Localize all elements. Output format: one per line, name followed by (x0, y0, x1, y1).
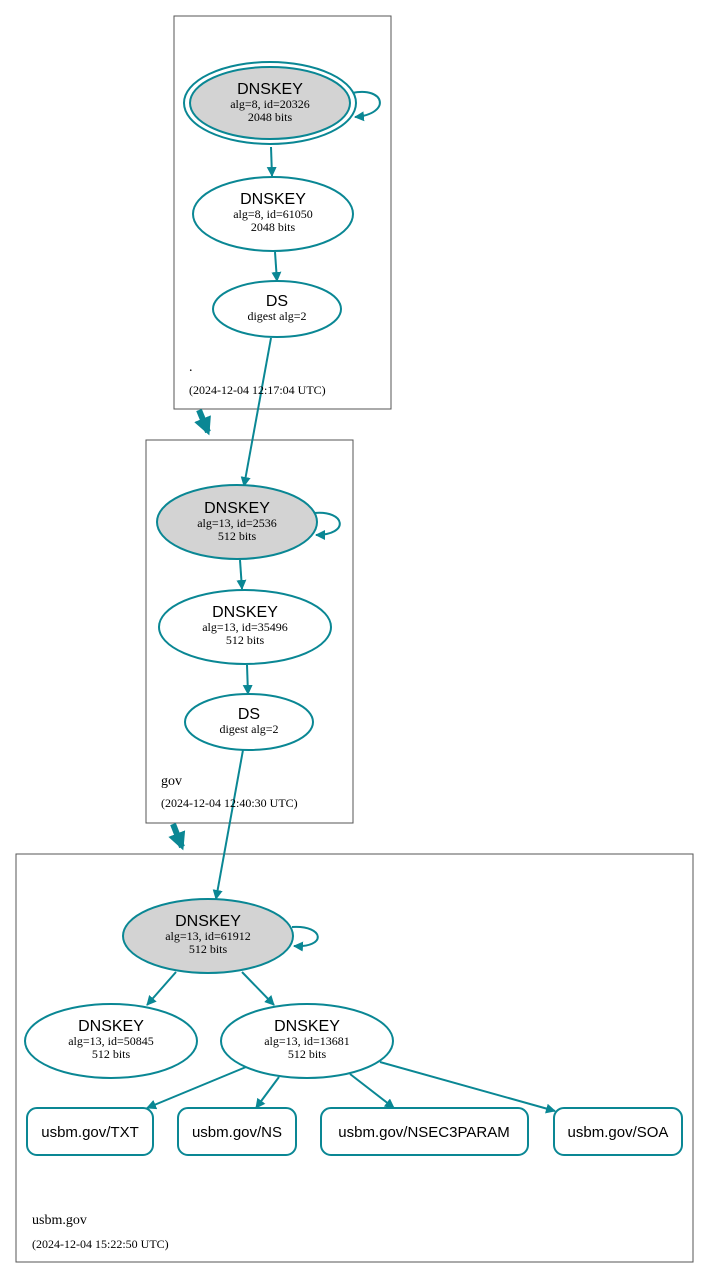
dnskey-node-root-zsk[interactable]: DNSKEY alg=8, id=61050 2048 bits (192, 176, 354, 252)
edge-zsk-to-soa (379, 1061, 556, 1114)
edge-usbm-ksk-to-key-13681 (241, 971, 275, 1006)
dnskey-node-root-ksk[interactable]: DNSKEY alg=8, id=20326 2048 bits (183, 61, 357, 145)
zone-box-gov (145, 439, 354, 824)
node-bits-label: 512 bits (189, 942, 228, 956)
ds-node-gov[interactable]: DS digest alg=2 (184, 693, 314, 751)
node-type-label: DNSKEY (237, 81, 303, 98)
zone-name-usbm: usbm.gov (32, 1213, 87, 1228)
rrset-node-soa[interactable]: usbm.gov/SOA (553, 1107, 683, 1156)
node-type-label: DS (266, 293, 288, 310)
rrset-label: usbm.gov/TXT (41, 1124, 139, 1141)
node-bits-label: 512 bits (218, 529, 257, 543)
dnskey-node-usbm-13681[interactable]: DNSKEY alg=13, id=13681 512 bits (220, 1003, 394, 1079)
dnskey-node-gov-zsk[interactable]: DNSKEY alg=13, id=35496 512 bits (158, 589, 332, 665)
zone-name-gov: gov (161, 774, 182, 789)
node-bits-label: 512 bits (288, 1047, 327, 1061)
node-detail-label: alg=13, id=50845 (68, 1034, 154, 1048)
self-sign-edge-gov-ksk (313, 511, 341, 540)
node-bits-label: 512 bits (92, 1047, 131, 1061)
rrset-label: usbm.gov/NS (192, 1124, 282, 1141)
rrset-label: usbm.gov/NSEC3PARAM (338, 1124, 509, 1141)
zone-box-root (173, 15, 392, 410)
node-detail-label: digest alg=2 (247, 309, 306, 323)
delegation-arrow-root-gov (194, 408, 211, 436)
zone-timestamp-root: (2024-12-04 12:17:04 UTC) (189, 383, 326, 397)
rrset-node-ns[interactable]: usbm.gov/NS (177, 1107, 297, 1156)
edge-usbm-ksk-to-key-50845 (146, 971, 177, 1006)
node-detail-label: alg=13, id=13681 (264, 1034, 350, 1048)
zone-name-root: . (189, 360, 193, 375)
node-bits-label: 512 bits (226, 633, 265, 647)
node-type-label: DNSKEY (204, 500, 270, 517)
edge-zsk-to-nsec3param (349, 1073, 395, 1109)
node-type-label: DS (238, 706, 260, 723)
edge-root-ksk-to-zsk (266, 146, 277, 177)
zone-timestamp-gov: (2024-12-04 12:40:30 UTC) (161, 796, 298, 810)
rrset-label: usbm.gov/SOA (568, 1124, 669, 1141)
delegation-arrow-gov-usbm (168, 822, 186, 851)
node-detail-label: alg=8, id=61050 (233, 207, 313, 221)
node-type-label: DNSKEY (175, 913, 241, 930)
dnskey-node-usbm-50845[interactable]: DNSKEY alg=13, id=50845 512 bits (24, 1003, 198, 1079)
node-bits-label: 2048 bits (251, 220, 296, 234)
zone-timestamp-usbm: (2024-12-04 15:22:50 UTC) (32, 1237, 169, 1251)
ds-node-root[interactable]: DS digest alg=2 (212, 280, 342, 338)
node-detail-label: alg=8, id=20326 (230, 97, 310, 111)
node-detail-label: alg=13, id=61912 (165, 929, 251, 943)
edge-gov-zsk-to-ds (242, 664, 253, 695)
zone-box-usbm (15, 853, 694, 1263)
node-type-label: DNSKEY (212, 604, 278, 621)
node-type-label: DNSKEY (274, 1018, 340, 1035)
edge-root-ds-to-gov-ksk (240, 337, 272, 487)
self-sign-edge-root-ksk (351, 90, 381, 122)
node-bits-label: 2048 bits (248, 110, 293, 124)
dnskey-node-usbm-ksk[interactable]: DNSKEY alg=13, id=61912 512 bits (122, 898, 294, 974)
rrset-node-nsec3param[interactable]: usbm.gov/NSEC3PARAM (320, 1107, 529, 1156)
edge-gov-ds-to-usbm-ksk (212, 749, 244, 900)
node-detail-label: alg=13, id=2536 (197, 516, 277, 530)
edge-root-zsk-to-ds (271, 251, 282, 282)
edge-zsk-to-ns (255, 1076, 280, 1109)
self-sign-edge-usbm-ksk (291, 925, 319, 952)
edge-gov-ksk-to-zsk (236, 559, 247, 590)
node-detail-label: digest alg=2 (219, 722, 278, 736)
dnskey-node-gov-ksk[interactable]: DNSKEY alg=13, id=2536 512 bits (156, 484, 318, 560)
node-type-label: DNSKEY (240, 191, 306, 208)
node-type-label: DNSKEY (78, 1018, 144, 1035)
edge-zsk-to-txt (146, 1066, 247, 1110)
node-detail-label: alg=13, id=35496 (202, 620, 288, 634)
rrset-node-txt[interactable]: usbm.gov/TXT (26, 1107, 154, 1156)
